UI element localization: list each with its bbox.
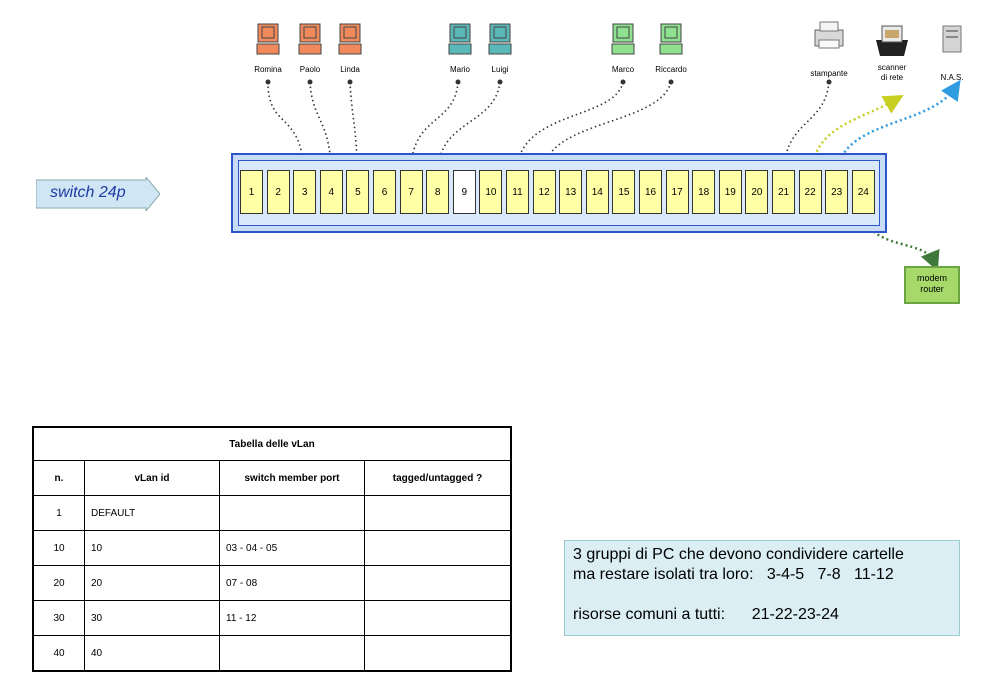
pc-icon [611, 23, 635, 55]
vlan-table: Tabella delle vLan n. vLan id switch mem… [32, 426, 512, 672]
table-cell [364, 530, 512, 566]
table-cell [219, 495, 365, 531]
switch-label: switch 24p [50, 184, 126, 201]
table-cell: 40 [84, 635, 220, 672]
note-line-2: ma restare isolati tra loro: 3-4-5 7-8 1… [573, 566, 894, 583]
port-14: 14 [585, 170, 609, 214]
nas-label: N.A.S. [940, 73, 964, 82]
port-9: 9 [452, 170, 476, 214]
pc-icon [659, 23, 683, 55]
pc-label: Luigi [491, 65, 509, 74]
table-cell: 10 [32, 530, 85, 566]
scanner-label: scanner di rete [877, 63, 907, 82]
pc-label: Marco [611, 65, 635, 74]
pc-4: Luigi [480, 22, 520, 74]
modem-router: modem router [904, 266, 960, 304]
port-12: 12 [532, 170, 556, 214]
port-18: 18 [692, 170, 716, 214]
port-16: 16 [639, 170, 662, 214]
table-cell: 10 [84, 530, 220, 566]
header-vlan-id: vLan id [84, 460, 220, 496]
table-cell: 30 [84, 600, 220, 636]
note-line-1: 3 gruppi di PC che devono condividere ca… [573, 546, 904, 563]
port-21: 21 [772, 170, 795, 214]
port-13: 13 [559, 170, 583, 214]
port-7: 7 [399, 170, 423, 214]
pc-icon [256, 23, 280, 55]
table-cell: 40 [32, 635, 85, 672]
scanner-device: scanner di rete [868, 22, 916, 83]
port-11: 11 [506, 170, 529, 214]
pc-icon [338, 23, 362, 55]
note-line-3: risorse comuni a tutti: 21-22-23-24 [573, 606, 839, 623]
scanner-icon [876, 25, 908, 56]
pc-label: Paolo [299, 65, 321, 74]
printer-label: stampante [810, 69, 848, 78]
table-cell: 30 [32, 600, 85, 636]
port-17: 17 [665, 170, 689, 214]
table-cell [219, 635, 365, 672]
header-tagged: tagged/untagged ? [364, 460, 512, 496]
pc-icon [488, 23, 512, 55]
nas-icon [942, 25, 962, 53]
port-23: 23 [825, 170, 849, 214]
pc-label: Mario [449, 65, 470, 74]
port-8: 8 [426, 170, 450, 214]
port-2: 2 [266, 170, 290, 214]
table-cell: 20 [84, 565, 220, 601]
pc-label: Riccardo [655, 65, 687, 74]
port-22: 22 [798, 170, 822, 214]
printer-icon [814, 21, 844, 49]
table-cell [364, 635, 512, 672]
port-4: 4 [319, 170, 343, 214]
port-10: 10 [479, 170, 503, 214]
port-19: 19 [718, 170, 742, 214]
port-24: 24 [851, 170, 875, 214]
port-20: 20 [745, 170, 769, 214]
pc-2: Linda [330, 22, 370, 74]
port-15: 15 [612, 170, 636, 214]
note-box: 3 gruppi di PC che devono condividere ca… [564, 540, 960, 636]
port-6: 6 [373, 170, 396, 214]
pc-5: Marco [603, 22, 643, 74]
table-title: Tabella delle vLan [32, 426, 512, 461]
header-member-port: switch member port [219, 460, 365, 496]
pc-6: Riccardo [651, 22, 691, 74]
table-cell: 07 - 08 [219, 565, 365, 601]
header-n: n. [32, 460, 85, 496]
port-1: 1 [240, 170, 263, 214]
table-cell: 1 [32, 495, 85, 531]
table-cell: 03 - 04 - 05 [219, 530, 365, 566]
nas-device: N.A.S. [930, 24, 974, 83]
pc-1: Paolo [290, 22, 330, 74]
table-cell [364, 495, 512, 531]
table-cell [364, 565, 512, 601]
pc-label: Linda [340, 65, 360, 74]
printer-device: stampante [805, 18, 853, 79]
pc-icon [448, 23, 472, 55]
port-5: 5 [346, 170, 370, 214]
table-cell: 20 [32, 565, 85, 601]
switch-label-arrow: switch 24p [35, 175, 161, 213]
table-cell [364, 600, 512, 636]
pc-label: Romina [254, 65, 282, 74]
table-cell: DEFAULT [84, 495, 220, 531]
pc-3: Mario [440, 22, 480, 74]
port-3: 3 [293, 170, 317, 214]
pc-0: Romina [248, 22, 288, 74]
table-cell: 11 - 12 [219, 600, 365, 636]
pc-icon [298, 23, 322, 55]
